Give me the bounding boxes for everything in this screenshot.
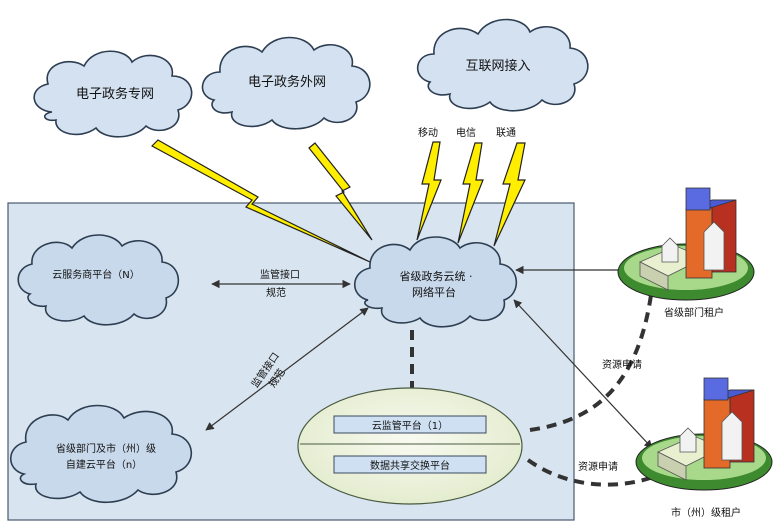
label-cloud-supervision: 云监管平台（1） <box>372 419 448 432</box>
cloud-gov-private-net <box>33 50 193 138</box>
label-city-tenant: 市（州）级租户 <box>671 506 741 519</box>
label-data-sharing: 数据共享交换平台 <box>370 459 450 472</box>
bolt-mobile <box>416 141 442 241</box>
building-icon-city <box>635 377 773 491</box>
label-gov-private-net: 电子政务专网 <box>76 86 154 102</box>
label-carrier-telecom: 电信 <box>456 126 476 139</box>
label-self-built-line1: 省级部门及市（州）级 <box>56 442 156 455</box>
lightning-links <box>151 139 526 263</box>
bolt-private-net <box>151 139 371 263</box>
bolt-unicom <box>493 142 526 247</box>
bolt-telecom <box>457 142 484 244</box>
label-gov-external-net: 电子政务外网 <box>248 74 326 90</box>
label-internet-access: 互联网接入 <box>465 58 530 74</box>
label-provincial-line2: 网络平台 <box>412 285 456 299</box>
label-provincial-dept-tenant: 省级部门租户 <box>664 306 724 319</box>
data-sharing-box <box>333 455 487 474</box>
arrow-provincial-to-city-tenant <box>513 299 653 449</box>
cloud-gov-external-net <box>201 36 371 130</box>
bolt-external-net <box>308 142 373 241</box>
dashed-ellipse-to-dept-tenant <box>529 287 654 432</box>
cloud-provincial-platform <box>353 236 518 328</box>
dashed-ellipse-to-city-tenant <box>526 458 651 487</box>
label-supervision-line2: 规范 <box>266 286 286 299</box>
label-provincial-line1: 省级政务云统 · <box>400 269 473 283</box>
connector-arrows <box>205 265 653 449</box>
arrow-selfbuilt-to-provincial <box>205 307 369 431</box>
platform-ellipse <box>297 387 523 505</box>
cloud-service-platform <box>17 234 180 326</box>
label-self-built-line2: 自建云平台（n） <box>66 458 142 471</box>
label-carrier-unicom: 联通 <box>496 127 516 139</box>
dashed-links <box>410 287 654 487</box>
cloud-internet-access <box>416 18 589 112</box>
label-carrier-mobile: 移动 <box>418 126 438 139</box>
label-supervision-line1: 监管接口 <box>260 268 300 281</box>
label-cloud-service-platform: 云服务商平台（N） <box>52 268 139 281</box>
label-resource-request-lower: 资源申请 <box>578 460 618 473</box>
building-icon-provincial <box>617 187 755 301</box>
cloud-self-built-platform <box>9 404 193 503</box>
cloud-supervision-box <box>333 415 487 434</box>
label-resource-request-upper: 资源申请 <box>602 358 642 371</box>
